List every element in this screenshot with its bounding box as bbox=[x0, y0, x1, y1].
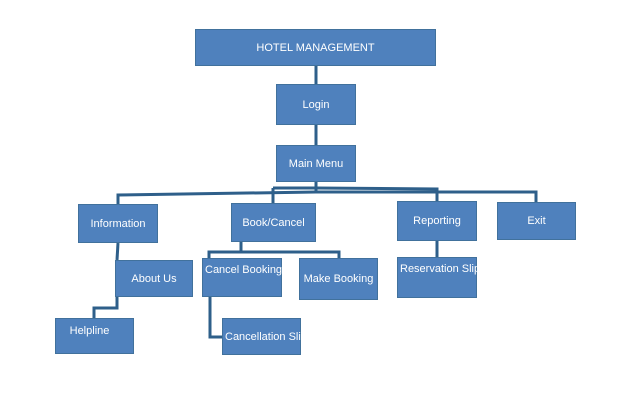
node-label: Helpline bbox=[69, 325, 110, 337]
node-label: Cancellation Slip bbox=[225, 330, 307, 343]
node-hotel-management: HOTEL MANAGEMENT bbox=[195, 29, 436, 66]
node-label: Cancel Booking bbox=[205, 264, 283, 276]
node-label: HOTEL MANAGEMENT bbox=[256, 41, 375, 54]
node-reservation-slip: Reservation Slip bbox=[397, 257, 481, 298]
node-label: About Us bbox=[131, 272, 177, 285]
node-exit: Exit bbox=[497, 202, 576, 240]
node-helpline: Helpline bbox=[55, 318, 134, 354]
node-label: Reporting bbox=[413, 215, 461, 227]
node-main-menu: Main Menu bbox=[276, 145, 356, 182]
node-label: Main Menu bbox=[288, 157, 344, 170]
node-label: Login bbox=[302, 98, 330, 111]
node-login: Login bbox=[276, 84, 356, 125]
node-book-cancel: Book/Cancel bbox=[231, 203, 316, 242]
node-make-booking: Make Booking bbox=[299, 258, 378, 300]
connector-bus-reporting bbox=[315, 186, 439, 201]
connector-cancelbooking-cancellationslip bbox=[208, 297, 222, 339]
connector-bookcancel-cancelbooking bbox=[207, 242, 243, 258]
node-label: Information bbox=[90, 217, 146, 230]
node-label: Reservation Slip bbox=[400, 263, 481, 275]
node-label: Exit bbox=[527, 215, 546, 227]
node-information: Information bbox=[78, 204, 158, 243]
node-cancel-booking: Cancel Booking bbox=[202, 258, 282, 297]
node-label: Make Booking bbox=[303, 273, 374, 285]
node-about-us: About Us bbox=[115, 260, 193, 297]
connector-info-aboutus bbox=[115, 242, 120, 261]
node-reporting: Reporting bbox=[397, 201, 477, 241]
connector-aboutus-helpline bbox=[92, 297, 119, 318]
node-label: Book/Cancel bbox=[242, 216, 305, 229]
node-cancellation-slip: Cancellation Slip bbox=[222, 318, 307, 355]
